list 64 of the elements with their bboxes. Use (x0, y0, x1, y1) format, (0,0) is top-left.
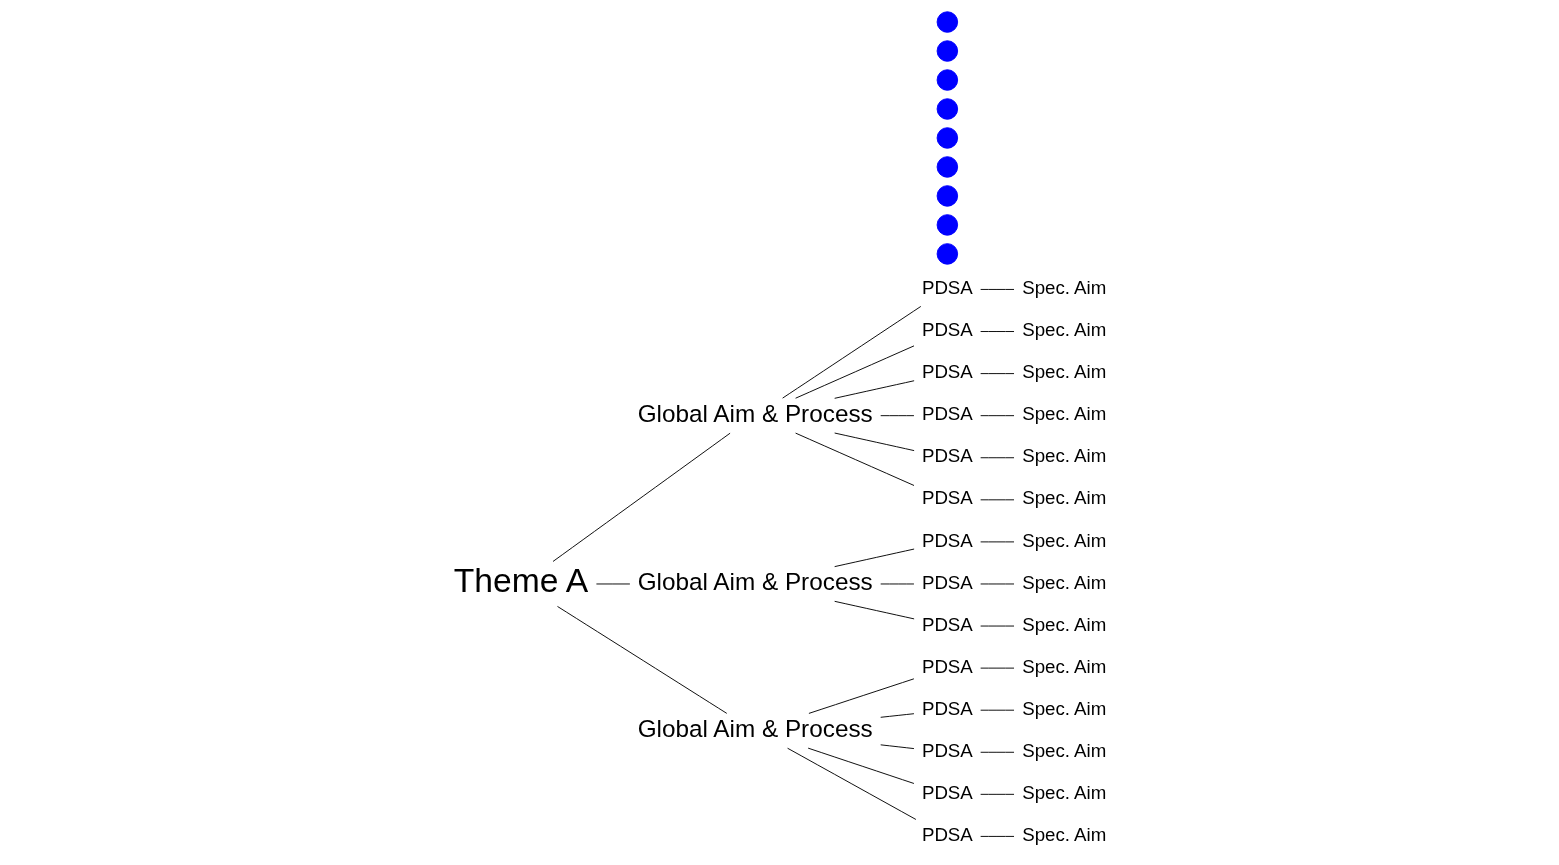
node-text: PDSA (921, 277, 973, 299)
node-text: PDSA (921, 824, 973, 846)
connector (807, 678, 914, 714)
connector (556, 605, 727, 714)
node-text: Spec. Aim (1021, 487, 1106, 509)
node-text: Spec. Aim (1021, 739, 1106, 761)
connector (979, 415, 1014, 417)
connector (833, 600, 915, 620)
connector (552, 432, 731, 562)
node-text: Spec. Aim (1021, 824, 1106, 846)
node-circle (936, 156, 958, 178)
connector (979, 835, 1014, 837)
node-text: Global Aim & Process (637, 714, 873, 742)
node-text: Spec. Aim (1021, 571, 1106, 593)
connector (979, 457, 1014, 459)
node-text: PDSA (921, 361, 973, 383)
connector (786, 747, 916, 820)
connector (879, 744, 914, 750)
node-text: Spec. Aim (1021, 529, 1106, 551)
node-circle (936, 69, 958, 91)
connector (807, 747, 914, 784)
node-circle (936, 11, 958, 33)
node-text: Spec. Aim (1021, 361, 1106, 383)
node-circle (936, 40, 958, 62)
node-text: Spec. Aim (1021, 613, 1106, 635)
node-text: PDSA (921, 571, 973, 593)
node-text: Global Aim & Process (637, 399, 873, 427)
connector (781, 305, 921, 399)
node-text: PDSA (921, 319, 973, 341)
node-text: PDSA (921, 697, 973, 719)
node-text: PDSA (921, 782, 973, 804)
node-text: Spec. Aim (1021, 403, 1106, 425)
connector (833, 432, 915, 452)
node-text: PDSA (921, 403, 973, 425)
connector (979, 289, 1014, 290)
node-text: Spec. Aim (1021, 319, 1106, 341)
node-circle (936, 214, 958, 236)
connector (833, 380, 915, 399)
node-circle (936, 243, 958, 265)
node-text: PDSA (921, 739, 973, 761)
connector (833, 548, 915, 568)
node-text: Spec. Aim (1021, 655, 1106, 677)
connector (879, 415, 914, 417)
node-text: PDSA (921, 613, 973, 635)
node-text: Global Aim & Process (637, 567, 873, 595)
node-text: Spec. Aim (1021, 697, 1106, 719)
node-text: PDSA (921, 529, 973, 551)
node-text: Spec. Aim (1021, 445, 1106, 467)
node-text: Theme A (453, 562, 588, 600)
node-text: Spec. Aim (1021, 277, 1106, 299)
connector (979, 373, 1014, 375)
node-circle (936, 127, 958, 149)
connector (979, 751, 1014, 753)
node-text: PDSA (921, 487, 973, 509)
connector (879, 713, 914, 718)
connector (979, 331, 1014, 332)
node-text: PDSA (921, 655, 973, 677)
node-circle (936, 185, 958, 207)
node-text: PDSA (921, 445, 973, 467)
node-circle (936, 98, 958, 120)
node-text: Spec. Aim (1021, 782, 1106, 804)
connector (794, 345, 914, 399)
connector (794, 432, 914, 486)
connector (979, 793, 1014, 795)
